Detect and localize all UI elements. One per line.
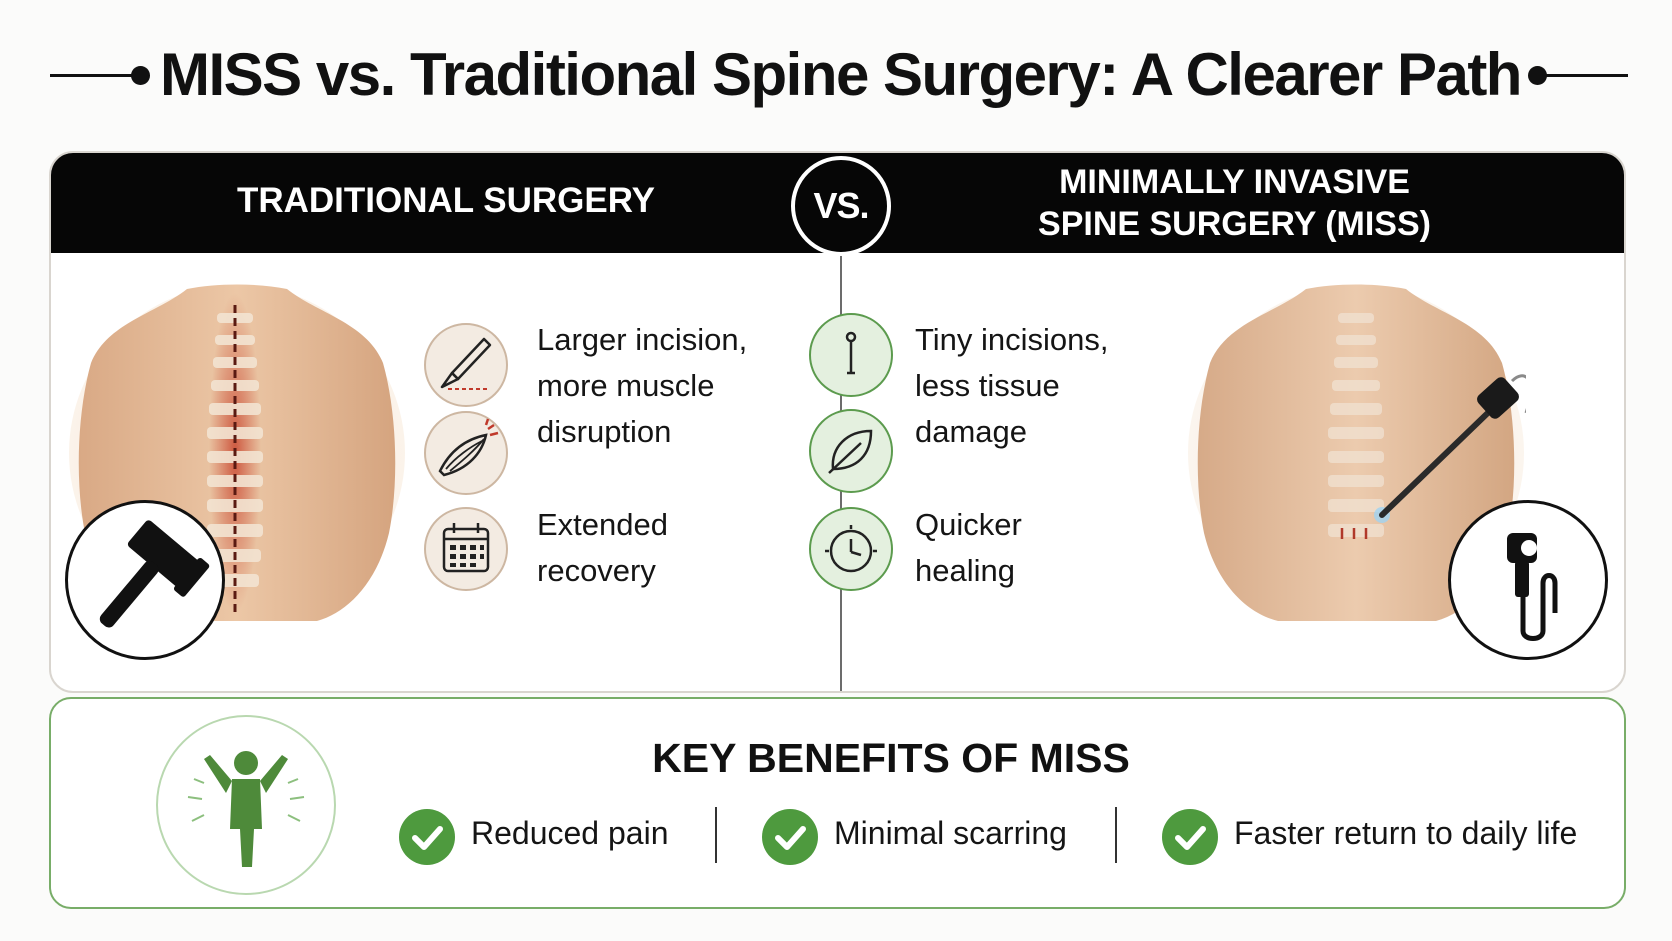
benefit-separator: [715, 807, 717, 863]
leaf-icon: [828, 429, 873, 474]
benefit-label: Minimal scarring: [834, 815, 1067, 851]
benefit-separator: [1115, 807, 1117, 863]
benefit-label: Faster return to daily life: [1234, 815, 1578, 851]
traditional-feature-recovery: Extended recovery: [537, 507, 668, 588]
title-rule-left: [50, 74, 138, 77]
tiny-incision-icon: [845, 331, 857, 375]
key-benefits-panel: KEY BENEFITS OF MISS Reduced pain Minima…: [49, 697, 1626, 909]
title-dot-left: [131, 66, 150, 85]
miss-feature-incision: Tiny incisions, less tissue damage: [915, 322, 1109, 449]
check-icon: [1162, 809, 1218, 865]
endoscope-icon: [1507, 533, 1558, 641]
mallet-icon: [99, 520, 210, 628]
person-badge: [156, 715, 336, 895]
miss-header: MINIMALLY INVASIVE SPINE SURGERY (MISS): [841, 161, 1624, 245]
mallet-tool-badge: [65, 500, 225, 660]
person-celebrating-icon: [187, 751, 305, 867]
muscle-tear-icon-badge: [424, 411, 508, 495]
check-icon: [762, 809, 818, 865]
check-icon: [399, 809, 455, 865]
miss-header-line1: MINIMALLY INVASIVE: [1059, 163, 1410, 201]
benefits-title: KEY BENEFITS OF MISS: [652, 735, 1130, 781]
traditional-feature-incision: Larger incision, more muscle disruption: [537, 322, 748, 449]
title-row: MISS vs. Traditional Spine Surgery: A Cl…: [0, 28, 1672, 124]
vs-badge: VS.: [791, 156, 891, 256]
traditional-header: TRADITIONAL SURGERY: [236, 181, 656, 220]
miss-header-line2: SPINE SURGERY (MISS): [1038, 205, 1431, 243]
calendar-icon-badge: [424, 507, 508, 591]
tiny-incision-icon-badge: [809, 313, 893, 397]
scalpel-icon-badge: [424, 323, 508, 407]
page-title: MISS vs. Traditional Spine Surgery: A Cl…: [160, 41, 1522, 108]
clock-icon: [825, 525, 877, 573]
benefit-label: Reduced pain: [471, 815, 669, 851]
calendar-icon: [442, 523, 490, 573]
miss-feature-healing: Quicker healing: [915, 507, 1022, 588]
miss-back-illustration: [1188, 284, 1526, 621]
comparison-panel: TRADITIONAL SURGERY MINIMALLY INVASIVE S…: [49, 151, 1626, 693]
leaf-icon-badge: [809, 409, 893, 493]
title-rule-right: [1536, 74, 1628, 77]
muscle-tear-icon: [438, 418, 499, 477]
clock-icon-badge: [809, 507, 893, 591]
endoscope-tool-badge: [1448, 500, 1608, 660]
scalpel-icon: [440, 337, 492, 390]
